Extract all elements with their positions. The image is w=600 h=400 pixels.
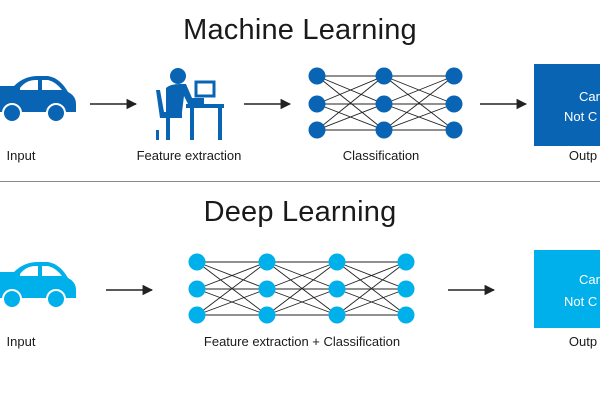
dl-input-label: Input: [6, 334, 36, 349]
network-connection: [316, 75, 385, 105]
ml-classification-label: Classification: [342, 148, 420, 163]
network-node: [328, 280, 346, 298]
network-connection: [266, 261, 338, 290]
network-connection: [266, 288, 338, 316]
network-connection: [196, 261, 268, 290]
network-node: [397, 280, 415, 298]
neural-network-icon: [308, 67, 463, 139]
network-node: [308, 95, 326, 113]
network-node: [328, 253, 346, 271]
network-connection: [316, 75, 385, 131]
network-connection: [196, 261, 268, 316]
network-node: [188, 253, 206, 271]
network-connection: [383, 75, 455, 105]
network-node: [308, 121, 326, 139]
network-connection: [196, 288, 268, 316]
network-connection: [336, 261, 407, 290]
network-connection: [336, 261, 407, 316]
network-node: [445, 95, 463, 113]
network-connection: [383, 103, 455, 131]
network-node: [445, 67, 463, 85]
network-node: [258, 306, 276, 324]
network-connection: [383, 75, 455, 131]
network-node: [258, 280, 276, 298]
deep-learning-title: Deep Learning: [203, 196, 397, 228]
ml-input-label: Input: [6, 148, 36, 163]
network-node: [445, 121, 463, 139]
section-divider: [0, 181, 600, 182]
network-node: [188, 306, 206, 324]
output-line-2: Not C: [564, 294, 598, 309]
dl-output-label: Outp: [568, 334, 598, 349]
ml-output-box: Car Not C: [534, 64, 600, 146]
machine-learning-title: Machine Learning: [183, 14, 417, 46]
car-icon: [0, 76, 76, 123]
dl-output-box: Car Not C: [534, 250, 600, 328]
network-node: [375, 67, 393, 85]
car-icon: [0, 262, 76, 309]
network-node: [375, 121, 393, 139]
network-node: [375, 95, 393, 113]
dl-combined-label: Feature extraction + Classification: [203, 334, 401, 349]
network-node: [328, 306, 346, 324]
person-at-laptop-icon: [156, 68, 224, 140]
ml-output-label: Outp: [568, 148, 598, 163]
network-node: [397, 306, 415, 324]
ml-feature-extraction-label: Feature extraction: [136, 148, 242, 163]
output-line-2: Not C: [564, 109, 598, 124]
network-node: [308, 67, 326, 85]
output-line-1: Car: [579, 272, 600, 287]
network-connection: [336, 288, 407, 316]
neural-network-icon: [188, 253, 415, 324]
network-connection: [316, 103, 385, 131]
network-connection: [266, 261, 338, 316]
output-line-1: Car: [579, 89, 600, 104]
network-node: [188, 280, 206, 298]
network-node: [397, 253, 415, 271]
network-node: [258, 253, 276, 271]
